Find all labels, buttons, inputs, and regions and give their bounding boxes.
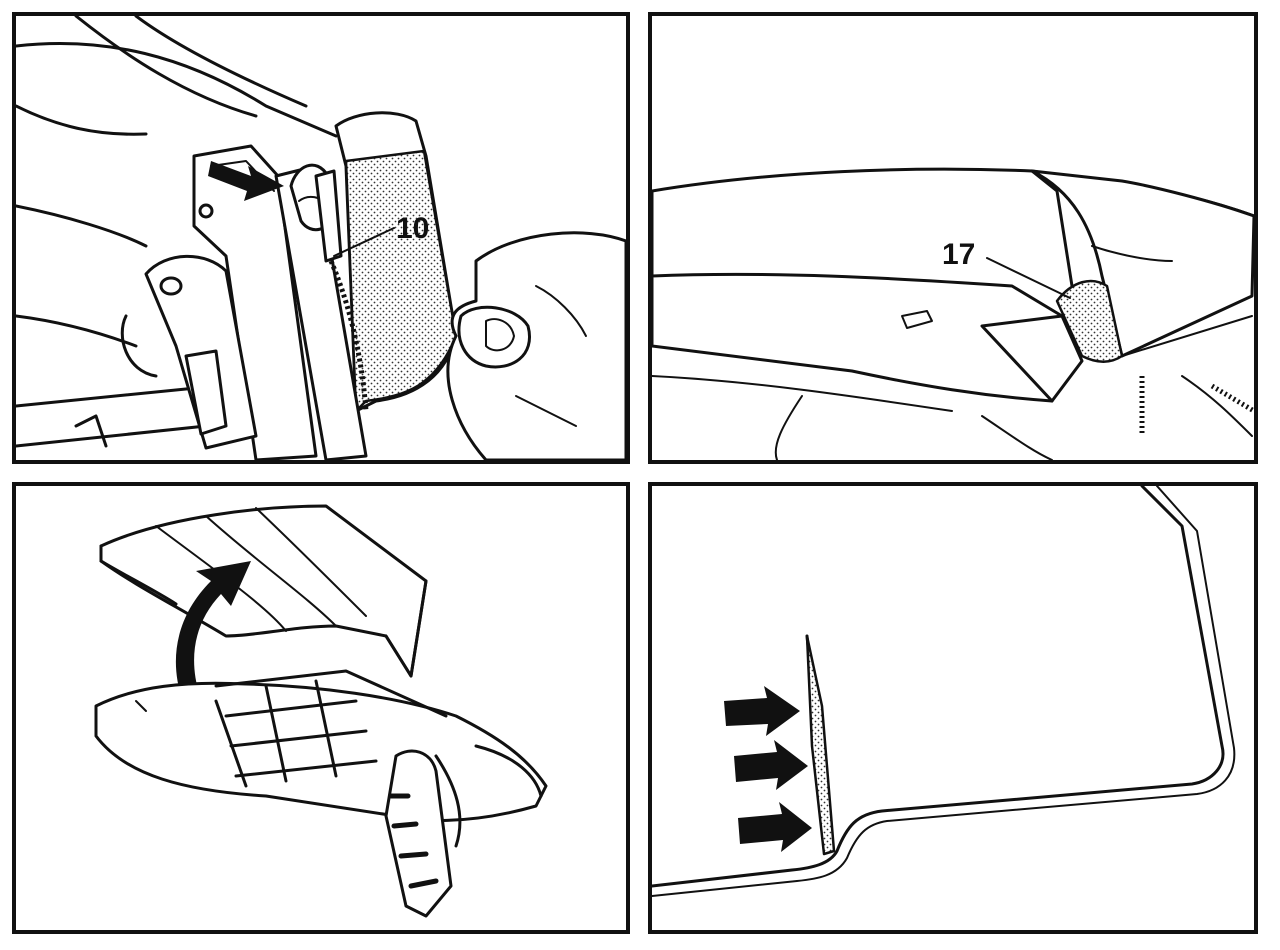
small-tab (901, 310, 933, 329)
push-arrow-icon (208, 161, 284, 201)
cover-seam (205, 515, 337, 627)
cover-seam (255, 507, 367, 617)
finger-crease (535, 285, 587, 337)
lower-curve (1181, 375, 1253, 437)
roof-corner (1030, 169, 1074, 288)
seal-illustration: 17 (652, 167, 1254, 460)
latch-chain (328, 260, 369, 412)
arm-slot (184, 349, 228, 436)
module-seam (1091, 245, 1173, 262)
frame-line (16, 424, 208, 448)
panel-edge-inner (652, 486, 1236, 897)
rear-module (1030, 169, 1254, 358)
panel-top-right-seal: 17 (648, 12, 1258, 464)
frame-line (16, 204, 148, 248)
seal-bracket (980, 314, 1084, 403)
alignment-arrow-icon (734, 740, 808, 790)
frame-rail (264, 684, 288, 783)
crease-shading (805, 634, 836, 856)
fold-illustration (94, 504, 548, 918)
cover-flap (384, 579, 428, 678)
frame-bow (234, 759, 378, 778)
edge-illustration (652, 486, 1236, 897)
latch-illustration: 10 (16, 16, 626, 460)
cover-rim (99, 559, 178, 606)
hinge-pivot (159, 276, 183, 296)
hinge-linkage (384, 749, 453, 918)
zipper (1210, 383, 1254, 414)
alignment-arrow-icon (724, 686, 800, 736)
thumbnail (485, 318, 515, 352)
panel-bottom-right-edge (648, 482, 1258, 934)
frame-rail (214, 699, 248, 788)
linkage-arm (434, 754, 462, 848)
alignment-arrow-icon (738, 802, 812, 852)
frame-line (16, 104, 148, 136)
body-line (652, 375, 953, 412)
linkage-joint (388, 793, 439, 889)
frame-bow (214, 669, 448, 718)
frame-line (74, 16, 258, 118)
clip-foot (74, 414, 108, 448)
frame-bow (224, 699, 358, 718)
bracket-plate (192, 144, 318, 460)
interior-line (774, 395, 803, 460)
callout-label-17: 17 (942, 238, 975, 271)
finger-crease (515, 395, 577, 427)
callout-label-10: 10 (396, 212, 429, 245)
lifted-cover (99, 504, 428, 678)
bracket-hole (198, 203, 214, 219)
module-bottom (1121, 315, 1253, 357)
frame-rail (314, 679, 338, 778)
frame-curve (474, 744, 543, 798)
roof-panel (652, 272, 1064, 403)
panel-bottom-left-fold (12, 482, 630, 934)
interior-line (981, 415, 1053, 460)
frame-line (134, 16, 308, 108)
panel-edge-outer (652, 486, 1225, 888)
hand (446, 231, 626, 460)
thumb (457, 305, 531, 369)
callout-leader-17 (986, 257, 1071, 299)
latch-pin (314, 169, 343, 263)
frame-bow (229, 729, 368, 748)
frame-line (16, 42, 338, 138)
frame-line (16, 384, 218, 408)
callout-leader-10 (333, 227, 395, 257)
panel-top-left-latch: 10 (12, 12, 630, 464)
frame-tab (135, 700, 147, 712)
frame-line (16, 314, 138, 348)
clip (120, 314, 158, 378)
